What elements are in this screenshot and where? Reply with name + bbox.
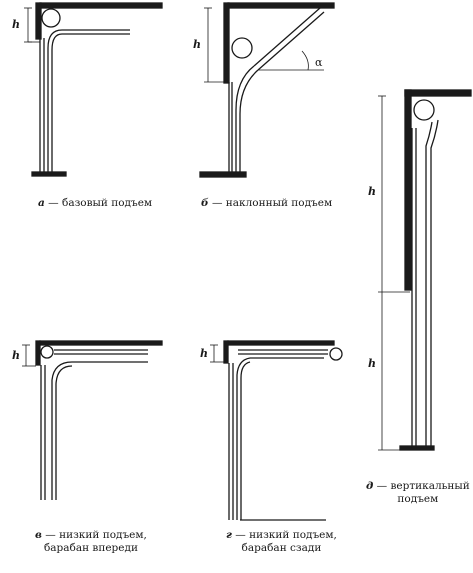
panel-a-drum [41, 8, 61, 28]
panel-g-h-label: h [200, 347, 208, 360]
panel-v-wall [35, 340, 41, 366]
panel-b-inclined-track [253, 7, 321, 67]
panel-a-wall [35, 2, 42, 40]
panel-a-h-label: h [12, 18, 20, 31]
panel-a-letter: а [38, 197, 45, 209]
panel-b-floor [199, 171, 247, 178]
panel-b-caption-text: — наклонный подъем [211, 197, 333, 209]
panel-d-drum [413, 99, 435, 121]
panel-d-floor [399, 445, 435, 451]
panel-g-caption: г — низкий подъем, барабан сзади [226, 529, 337, 555]
panel-b-angle-label: α [315, 56, 323, 69]
panel-d-header-beam [404, 89, 472, 97]
panel-g-curved-track [236, 357, 251, 520]
panel-v-curved-track [51, 361, 73, 500]
panel-d-wall [404, 89, 412, 291]
panel-v-letter: в [35, 529, 42, 541]
panel-d-h-label-upper: h [368, 185, 376, 198]
panel-a-curved-track [47, 29, 63, 172]
panel-d-h-label-lower: h [368, 357, 376, 370]
panel-a-caption-text: — базовый подъем [48, 197, 153, 209]
panel-v-caption-line2: барабан впереди [43, 542, 138, 554]
panel-g-caption-line1: — низкий подъем, [235, 529, 337, 541]
panel-b-h-label: h [193, 38, 201, 51]
panel-g-letter: г [226, 529, 232, 541]
panel-b-letter: б [201, 197, 209, 209]
panel-b-caption: б — наклонный подъем [201, 197, 332, 210]
panel-b-drum [231, 37, 253, 59]
panel-b-angle-arc [301, 50, 309, 71]
panel-d-track [425, 121, 433, 450]
panel-a-caption: а — базовый подъем [38, 197, 152, 210]
panel-a-floor [31, 171, 67, 177]
panel-d-caption-line1: — вертикальный [376, 480, 470, 492]
panel-d-caption: д — вертикальный подъем [366, 480, 470, 506]
panel-v-caption: в — низкий подъем, барабан впереди [35, 529, 147, 555]
panel-d-caption-line2: подъем [397, 493, 439, 505]
panel-g-wall [223, 340, 229, 364]
panel-v-h-label: h [12, 349, 20, 362]
panel-d-letter: д [366, 480, 374, 492]
panel-v-caption-line1: — низкий подъем, [45, 529, 147, 541]
panel-g-caption-line2: барабан сзади [241, 542, 322, 554]
panel-b-curved-track [235, 65, 255, 172]
panel-g-drum [329, 347, 343, 361]
panel-b-wall [223, 2, 230, 84]
panel-v-drum [40, 345, 54, 359]
